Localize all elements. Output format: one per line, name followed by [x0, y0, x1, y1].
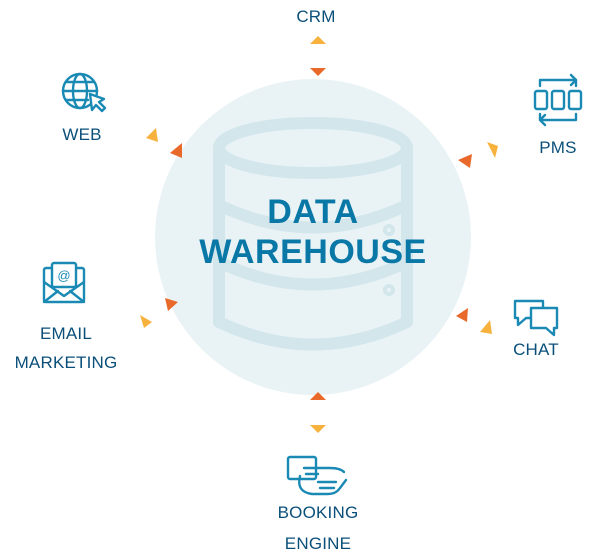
node-label-chat: CHAT [513, 340, 559, 359]
arrow-in-chat [456, 308, 468, 322]
arrow-out-chat [480, 320, 492, 334]
node-label-pms: PMS [539, 138, 576, 157]
globe-cursor-icon [61, 72, 107, 113]
svg-text:@: @ [57, 268, 70, 283]
arrow-group-web [146, 128, 182, 158]
arrow-group-booking [310, 392, 326, 433]
chat-bubbles-icon [513, 299, 559, 337]
arrow-out-crm [310, 36, 326, 44]
node-label-email-line1: EMAIL [40, 324, 92, 343]
arrow-in-pms [458, 154, 472, 168]
envelope-at-icon: @ [42, 261, 86, 304]
arrow-group-pms [458, 142, 498, 168]
arrow-group-crm [310, 36, 326, 76]
hand-click-screen-icon [286, 455, 348, 496]
node-label-booking-line1: BOOKING [278, 503, 359, 522]
node-label-email-line2: MARKETING [15, 353, 118, 372]
arrow-in-booking [310, 392, 326, 400]
database-icon [213, 117, 413, 351]
arrow-in-crm [310, 68, 326, 76]
arrow-out-booking [310, 425, 326, 433]
arrow-out-web [146, 128, 158, 142]
node-label-booking-line2: ENGINE [285, 534, 351, 553]
center-title-line1: DATA [267, 193, 358, 231]
arrow-in-email [165, 298, 178, 311]
center-title-line2: WAREHOUSE [199, 233, 426, 271]
node-label-web: WEB [62, 125, 101, 144]
arrow-group-email [140, 298, 178, 328]
arrow-out-pms [487, 142, 498, 158]
arrow-in-web [170, 143, 182, 158]
node-label-crm: CRM [296, 7, 335, 26]
arrow-group-chat [456, 308, 492, 334]
sync-grid-icon [533, 73, 583, 127]
arrow-out-email [140, 315, 152, 328]
